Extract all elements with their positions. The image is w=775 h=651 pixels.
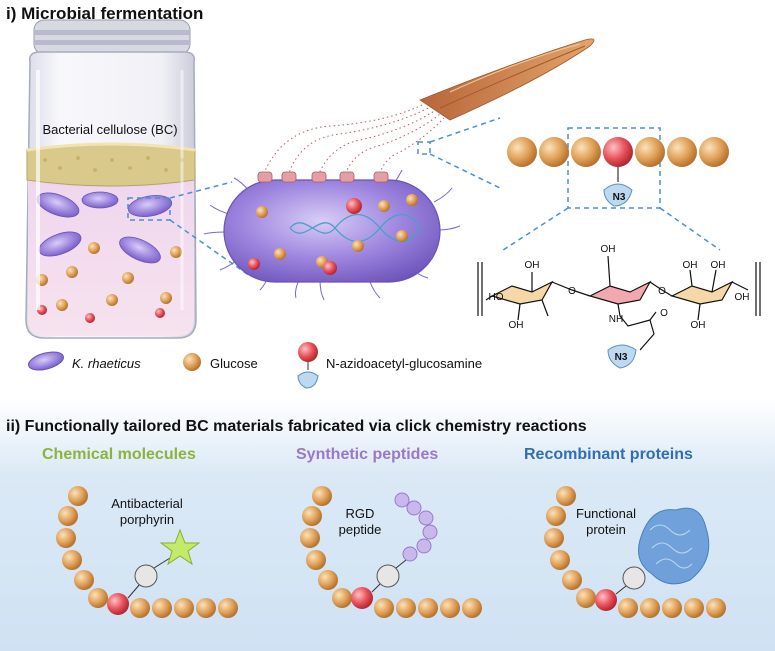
- zoom-lines-left: [127, 181, 251, 277]
- legend-glucose: Glucose: [210, 356, 258, 371]
- structure-oh-7: OH: [734, 292, 750, 303]
- zoom-lines-right: [417, 117, 721, 253]
- panel2-illustration: [300, 486, 482, 618]
- structure-oh-4: OH: [710, 260, 726, 271]
- structure-oh-2: OH: [600, 244, 616, 255]
- panel3-label-line1: Functional: [576, 506, 636, 521]
- fermentation-jar: [25, 19, 197, 339]
- bacterium-large: [203, 169, 461, 301]
- panel2-heading: Synthetic peptides: [296, 446, 439, 463]
- bc-chain-zoom: [507, 137, 729, 207]
- cellulose-strands: [261, 101, 445, 179]
- panel1-illustration: [56, 486, 238, 618]
- structure-ho: HO: [488, 292, 504, 303]
- legend-icons: [27, 342, 319, 389]
- panel3-label-line2: protein: [586, 522, 626, 537]
- section1-title: i) Microbial fermentation: [6, 4, 204, 23]
- jar-label: Bacterial cellulose (BC): [42, 122, 178, 137]
- cellulose-fiber-bundle: [419, 38, 595, 121]
- structure-o-1: O: [568, 286, 576, 297]
- panel3-illustration: [544, 486, 726, 618]
- legend-azido-sugar: N-azidoacetyl-glucosamine: [326, 356, 483, 371]
- legend-organism: K. rhaeticus: [72, 356, 141, 371]
- structure-oh-5: OH: [508, 320, 524, 331]
- panel1-label-line2: porphyrin: [119, 512, 175, 527]
- structure-oh-6: OH: [690, 320, 706, 331]
- panel2-label-line2: peptide: [338, 522, 382, 537]
- structure-o-2: O: [658, 286, 666, 297]
- section2-title: ii) Functionally tailored BC materials f…: [6, 418, 587, 435]
- structure-oh-1: OH: [524, 260, 540, 271]
- structure-oh-3: OH: [682, 260, 698, 271]
- azide-symbol: N3: [612, 192, 626, 203]
- panel1-label-line1: Antibacterial: [111, 496, 183, 511]
- panel2-label-line1: RGD: [345, 506, 375, 521]
- azide-tag-structure: [607, 344, 637, 369]
- structure-o-3: O: [660, 308, 668, 319]
- panel1-heading: Chemical molecules: [42, 446, 196, 463]
- panel3-heading: Recombinant proteins: [524, 446, 693, 463]
- structure-nh: NH: [608, 314, 624, 325]
- chemical-structure: [477, 255, 761, 351]
- azide-symbol-structure: N3: [614, 352, 628, 363]
